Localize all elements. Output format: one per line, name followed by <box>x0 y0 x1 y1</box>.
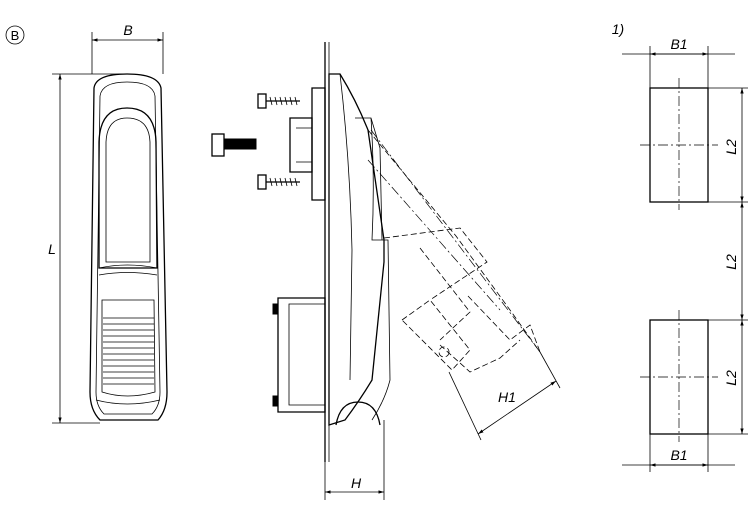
side-view-mounting: H H1 <box>211 42 561 500</box>
handle-open-position <box>367 129 541 373</box>
front-view-handle: B B <box>5 22 168 424</box>
dimension-label-L2-top: L2 <box>723 139 739 155</box>
dimension-label-H: H <box>351 475 362 491</box>
footnote-marker: 1) <box>612 21 624 37</box>
view-marker-label: B <box>11 28 20 43</box>
cutout-detail: 1) B1 B1 L2 L2 L2 <box>612 21 748 472</box>
dimension-label-L2-middle: L2 <box>723 254 739 270</box>
screw-bottom <box>257 174 300 190</box>
screw-top <box>257 93 300 109</box>
bolt-middle <box>211 133 257 157</box>
dimension-label-B: B <box>123 22 132 38</box>
dimension-label-L: L <box>48 241 56 257</box>
dimension-label-H1: H1 <box>498 389 516 405</box>
dimension-label-B1-top: B1 <box>670 36 687 52</box>
grip-ribs <box>103 317 154 385</box>
view-marker-circle <box>5 25 25 45</box>
dimension-label-L2-bottom: L2 <box>723 370 739 386</box>
dimension-label-B1-bottom: B1 <box>670 447 687 463</box>
